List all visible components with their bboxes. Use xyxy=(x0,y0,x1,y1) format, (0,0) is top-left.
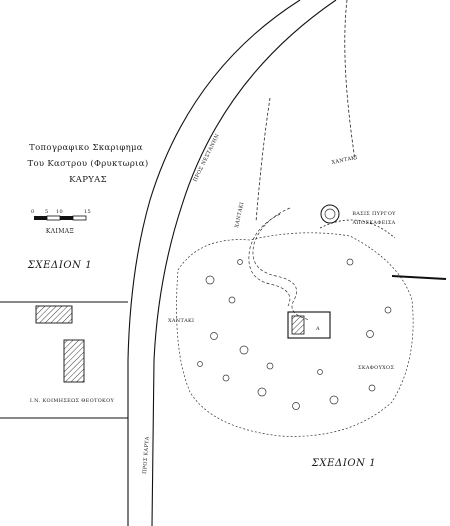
title-line-1: Τοπογραφικο Σκαριφημα xyxy=(29,143,143,153)
east-trench-line xyxy=(391,275,447,280)
scale-label: ΚΛΙΜΑΞ xyxy=(46,228,74,235)
room-structure xyxy=(287,311,331,339)
figure-label-left: ΣΧΕΔΙΟΝ 1 xyxy=(27,260,93,271)
scale-segment-4 xyxy=(72,215,87,221)
tower-base-circle xyxy=(320,204,340,224)
title-line-2: Του Καστρου (Φρυκτωρια) xyxy=(28,158,149,169)
title-line-3: ΚΑΡΥΑΣ xyxy=(69,175,107,185)
hill-ridge xyxy=(319,219,396,239)
scale-tick-10: 10 xyxy=(56,209,63,215)
trench-label-left: ΧΑΝΤΑΚΙ xyxy=(234,201,245,228)
trench-line-right xyxy=(344,0,356,161)
tower-base-inner xyxy=(324,208,336,220)
figure-label-bottom: ΣΧΕΔΙΟΝ 1 xyxy=(311,458,377,469)
scale-segment-2 xyxy=(46,215,61,221)
rubble-marks xyxy=(197,258,392,410)
scale-tick-0: 0 xyxy=(31,209,34,215)
road-label-south: ΠΡΟΣ ΚΑΡΥΑ xyxy=(142,436,151,474)
room-letter: Α xyxy=(315,326,320,332)
road-edge-left xyxy=(127,0,301,526)
scale-tick-15: 15 xyxy=(84,209,91,215)
church-annex xyxy=(35,305,73,324)
room-wall-hatched xyxy=(291,315,305,335)
hill-perimeter xyxy=(176,232,414,437)
storage-label: ΣΚΑΦΟΥΧΟΣ xyxy=(358,365,394,371)
access-path-edge xyxy=(248,213,291,307)
scale-segment-3 xyxy=(60,216,73,220)
trench-line-left xyxy=(255,97,271,223)
road-label-north: ΠΡΟΣ ΝΕΣΤΑΝΗΝ xyxy=(192,133,221,183)
access-path xyxy=(252,207,311,321)
scale-bar: 0 5 10 15 ΚΛΙΜΑΞ xyxy=(31,209,91,235)
road-edge-right xyxy=(151,0,337,526)
trench-label-top: ΧΑΝΤΑΚΙ xyxy=(331,155,358,166)
church-label: Ι.Ν. ΚΟΙΜΗΣΕΩΣ ΘΕΟΤΟΚΟΥ xyxy=(30,398,115,404)
church-building xyxy=(63,339,85,383)
tower-base-label-2: ΑΠΟΣΚΑΦΕΙΣΑ xyxy=(351,220,395,226)
trench-label-lower: ΧΑΝΤΑΚΙ xyxy=(168,318,194,324)
scale-segment-1 xyxy=(34,216,47,220)
tower-base-label-1: ΒΑΣΙΣ ΠΥΡΓΟΥ xyxy=(352,211,396,217)
scale-tick-5: 5 xyxy=(45,209,48,215)
